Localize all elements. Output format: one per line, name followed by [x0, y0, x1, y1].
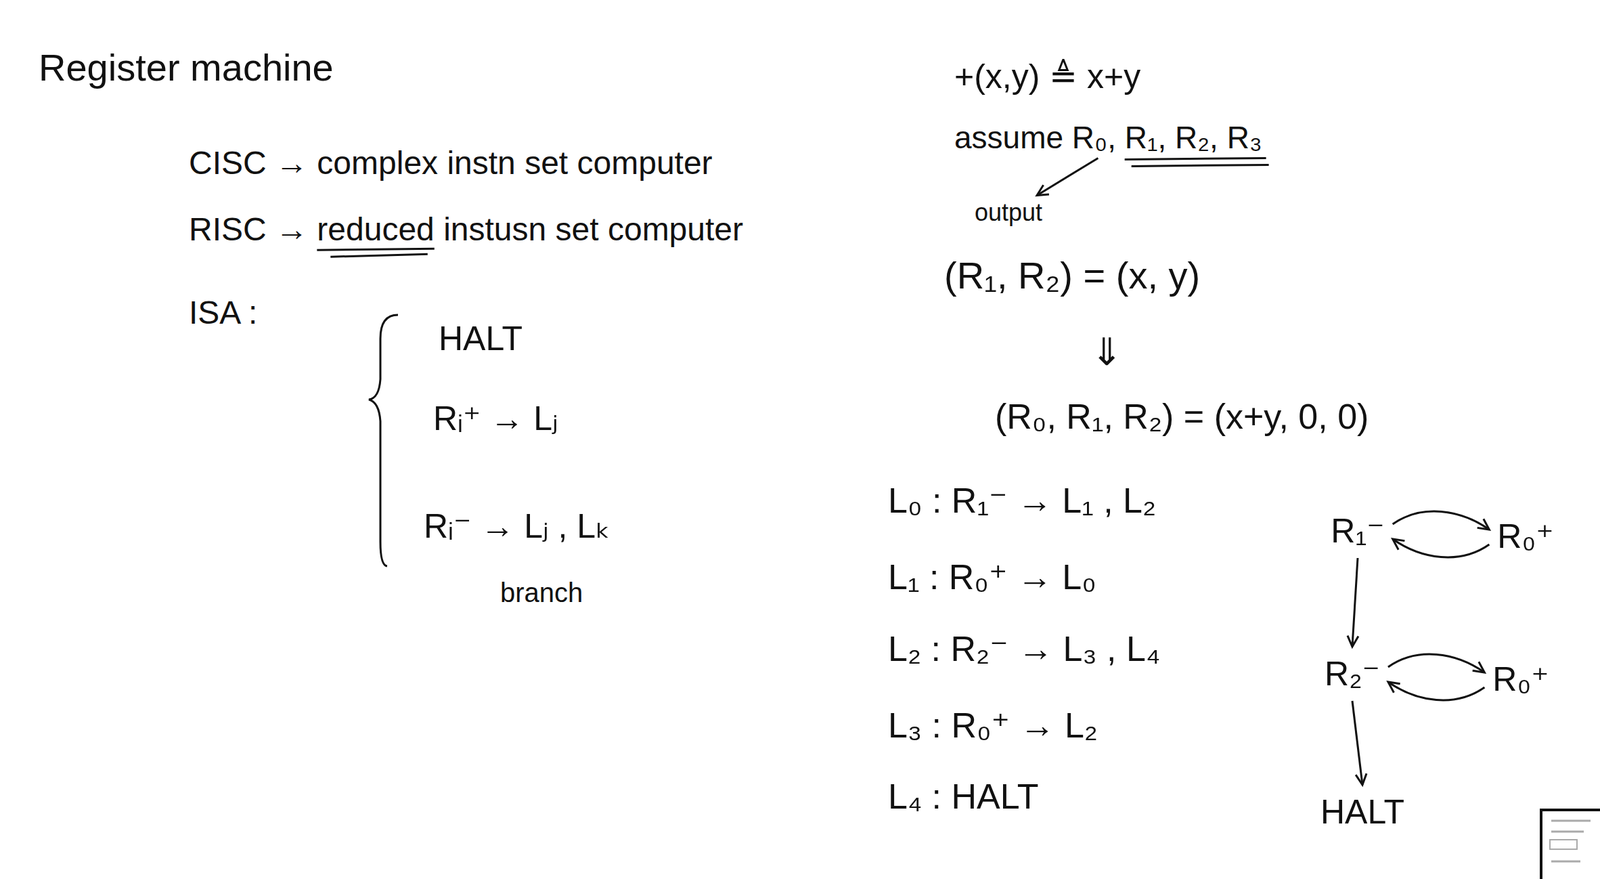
flow-step: R₂⁻ — [1319, 650, 1386, 697]
title: Register machine — [38, 44, 334, 91]
note-label: L₂ : R₂⁻ → L₃ , L₄ — [887, 627, 1161, 670]
note-label: RISC → reduced instusn set computer — [188, 209, 744, 250]
note-label: L₀ : R₁⁻ → L₁ , L₂ — [887, 479, 1157, 522]
step-text: R₁⁻ — [1330, 510, 1385, 551]
note-label: assume R₀, R₁, R₂, R₃ — [954, 119, 1263, 157]
flow-arrow — [1352, 557, 1358, 647]
thumbnail — [1541, 809, 1600, 879]
note-label: L₃ : R₀⁺ → L₂ — [887, 703, 1098, 746]
underline — [316, 248, 434, 250]
step-text: R₀⁺ — [1492, 658, 1549, 700]
flow-step: HALT — [1315, 788, 1410, 835]
note-label: CISC → complex instn set computer — [188, 143, 713, 183]
flow-step: R₀⁺ — [1491, 513, 1559, 560]
underline — [1124, 157, 1267, 160]
flow-step: R₀⁺ — [1486, 655, 1554, 702]
underline — [1131, 164, 1270, 166]
note-label: Rᵢ⁻ → Lⱼ , Lₖ — [423, 505, 610, 547]
step-text: HALT — [1320, 791, 1405, 832]
step-text: R₂⁻ — [1324, 653, 1381, 694]
note-label: (R₀, R₁, R₂) = (x+y, 0, 0) — [994, 395, 1369, 438]
isa-brace — [368, 314, 398, 566]
note-label: ⇓ — [1091, 328, 1123, 375]
note-label: branch — [500, 575, 583, 609]
note-label: L₁ : R₀⁺ → L₀ — [887, 555, 1097, 598]
flow-arrow — [1388, 653, 1485, 673]
note-label: L₄ : HALT — [887, 774, 1039, 817]
underline — [330, 253, 428, 257]
flow-arrow — [1392, 510, 1490, 530]
step-text: R₀⁺ — [1497, 515, 1554, 557]
note-label: ISA : — [188, 293, 258, 333]
flow-arrow — [1352, 700, 1363, 785]
note-label: (R₁, R₂) = (x, y) — [944, 252, 1200, 298]
flow-arrow — [1392, 538, 1490, 558]
leader-arrow — [1036, 157, 1098, 195]
note-label: output — [974, 197, 1043, 227]
note-label: Rᵢ⁺ → Lⱼ — [433, 397, 559, 439]
note-label: HALT — [438, 318, 523, 359]
flow-arrow — [1388, 681, 1485, 700]
note-label: +(x,y) ≜ x+y — [954, 56, 1141, 97]
flow-step: R₁⁻ — [1325, 507, 1390, 554]
